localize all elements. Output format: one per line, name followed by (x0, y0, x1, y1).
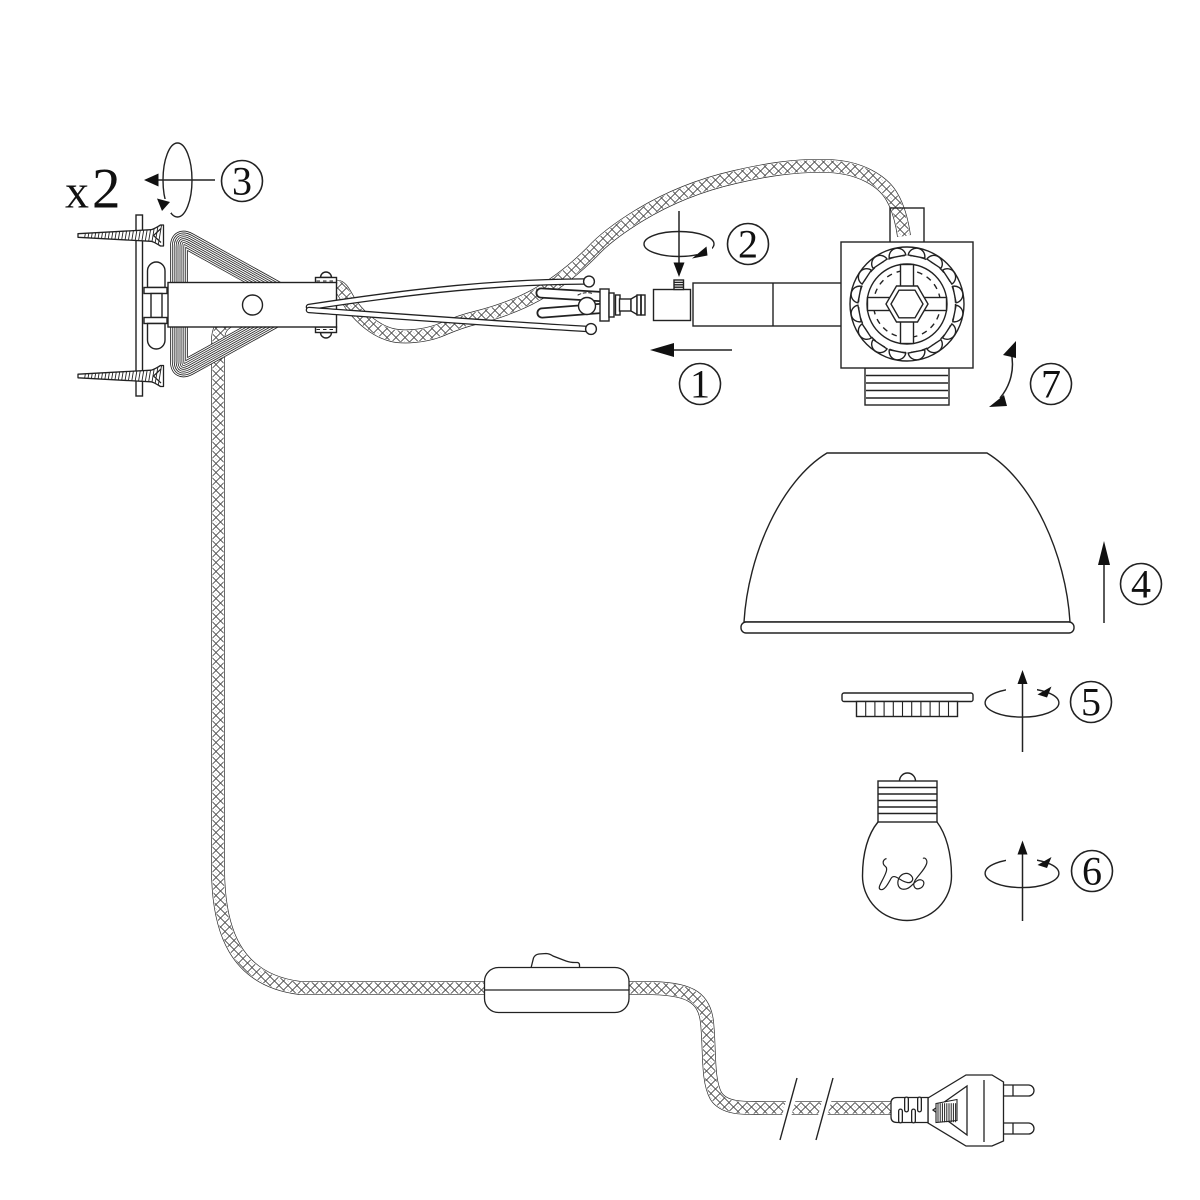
svg-text:5: 5 (1081, 680, 1101, 725)
svg-text:4: 4 (1131, 562, 1151, 607)
svg-text:3: 3 (232, 159, 252, 204)
svg-text:x2: x2 (65, 158, 121, 221)
svg-text:7: 7 (1041, 362, 1061, 407)
svg-text:1: 1 (690, 362, 710, 407)
svg-text:2: 2 (738, 222, 758, 267)
svg-text:6: 6 (1082, 849, 1102, 894)
